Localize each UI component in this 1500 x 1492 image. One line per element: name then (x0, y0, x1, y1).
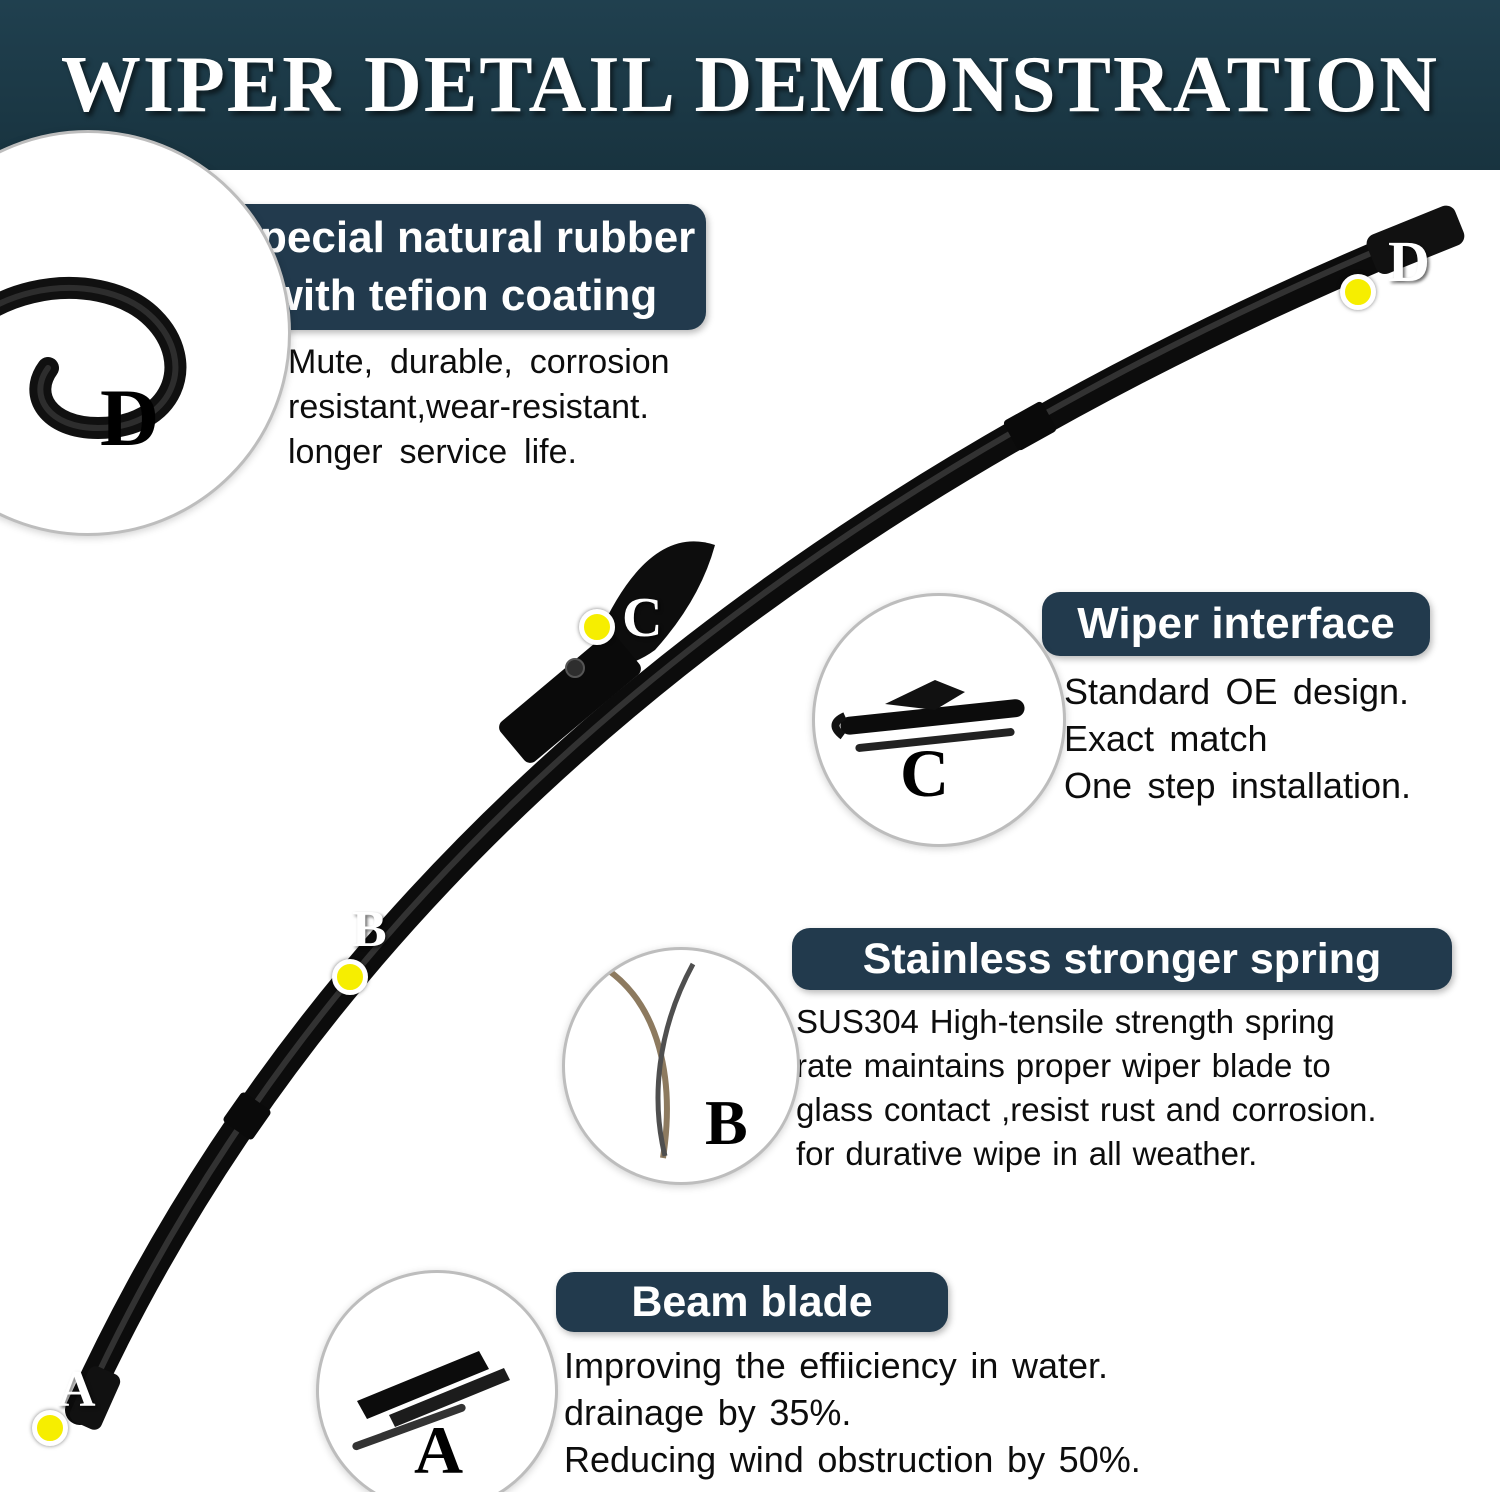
photo-wiper-interface: C (812, 593, 1066, 847)
body-beam-line3: Reducing wind obstruction by 50%. (564, 1439, 1141, 1480)
blade-joint-upper (1003, 401, 1057, 451)
spring-image (603, 962, 696, 1159)
marker-label-b: B (352, 901, 387, 958)
marker-label-c: C (622, 587, 663, 649)
connector-bolt (565, 658, 585, 678)
body-interface-line3: One step installation. (1064, 765, 1411, 806)
body-beam-line1: Improving the effiiciency in water. (564, 1345, 1108, 1386)
headline-beam-text: Beam blade (631, 1277, 873, 1326)
marker-label-a: A (58, 1361, 96, 1418)
circle-letter-a: A (414, 1412, 464, 1488)
body-spring-line3: glass contact ,resist rust and corrosion… (796, 1091, 1377, 1128)
marker-label-d: D (1388, 229, 1430, 294)
headline-interface: Wiper interface (1042, 592, 1430, 656)
photo-spring: B (562, 947, 800, 1185)
body-spring: SUS304 High-tensile strength spring rate… (796, 1000, 1377, 1176)
marker-dot-c (579, 609, 615, 645)
page-title: WIPER DETAIL DEMONSTRATION (60, 40, 1440, 129)
body-interface-line2: Exact match (1064, 718, 1268, 759)
headline-rubber-line1: Special natural rubber (230, 213, 696, 262)
body-rubber-line1: Mute, durable, corrosion (288, 343, 670, 381)
headline-rubber-line2: with tefion coating (268, 271, 658, 320)
headline-beam: Beam blade (556, 1272, 948, 1332)
circle-letter-d: D (100, 372, 160, 463)
body-interface-line1: Standard OE design. (1064, 671, 1410, 712)
headline-rubber: Special natural rubber with tefion coati… (220, 204, 706, 330)
body-interface: Standard OE design. Exact match One step… (1064, 668, 1411, 809)
body-rubber-line2: resistant,wear-resistant. (288, 388, 649, 426)
marker-dot-d (1340, 274, 1376, 310)
body-spring-line2: rate maintains proper wiper blade to (796, 1047, 1331, 1084)
photo-beam-blade: A (316, 1270, 558, 1492)
headline-spring-text: Stainless stronger spring (862, 934, 1382, 983)
connector-block (499, 633, 641, 763)
headline-interface-text: Wiper interface (1077, 599, 1395, 648)
marker-dot-a (32, 1410, 68, 1446)
marker-dot-b (332, 959, 368, 995)
body-beam-line2: drainage by 35%. (564, 1392, 852, 1433)
body-rubber: Mute, durable, corrosion resistant,wear-… (288, 340, 670, 475)
rubber-strip-image (0, 277, 187, 440)
photo-rubber-strip: D (0, 130, 291, 536)
circle-letter-c: C (900, 735, 950, 811)
body-rubber-line3: longer service life. (288, 433, 577, 471)
title-banner: WIPER DETAIL DEMONSTRATION (0, 0, 1500, 170)
body-spring-line1: SUS304 High-tensile strength spring (796, 1003, 1335, 1040)
body-spring-line4: for durative wipe in all weather. (796, 1135, 1258, 1172)
circle-letter-b: B (705, 1087, 748, 1158)
wiper-interface-image (831, 680, 1025, 752)
body-beam: Improving the effiiciency in water. drai… (564, 1342, 1141, 1483)
blade-clip-lower (223, 1092, 271, 1140)
beam-blade-image (352, 1351, 510, 1451)
headline-spring: Stainless stronger spring (792, 928, 1452, 990)
